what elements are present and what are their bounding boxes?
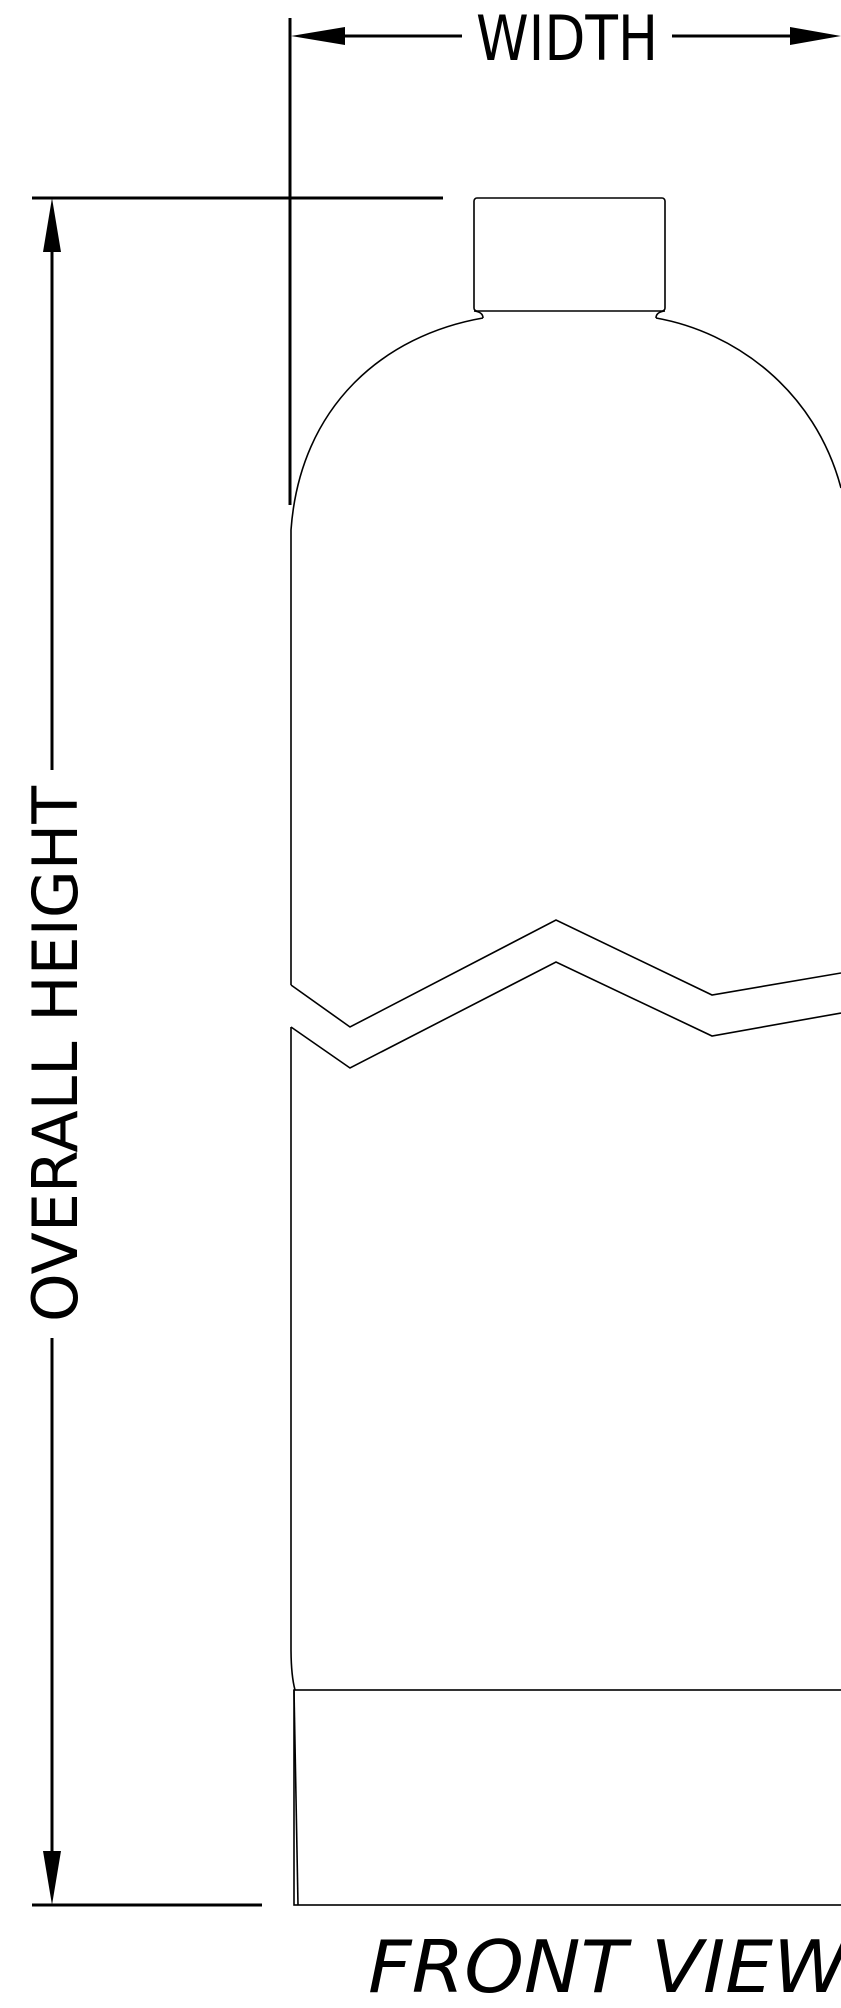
view-label: FRONT VIEW [368,1925,841,2008]
height-dimension: OVERALL HEIGHT [19,196,443,1907]
height-label: OVERALL HEIGHT [19,785,92,1322]
cap-neck-left [473,310,484,319]
bottle-shoulder-right [655,317,841,489]
height-arrow-bottom [43,1851,61,1905]
bottle-base-taper [293,1689,299,1906]
bottle-shoulder-left [290,317,484,985]
break-line-lower [290,961,841,1069]
bottle-base [293,1689,841,1906]
bottle-cap [473,197,666,312]
bottle-body-lower-left [290,1027,296,1691]
height-arrow-top [43,198,61,252]
width-arrow-right [790,27,841,45]
width-arrow-left [291,27,345,45]
width-dimension: WIDTH [288,2,841,505]
break-line-upper [290,919,841,1028]
cap-neck-right [655,310,666,319]
width-label: WIDTH [476,2,658,75]
